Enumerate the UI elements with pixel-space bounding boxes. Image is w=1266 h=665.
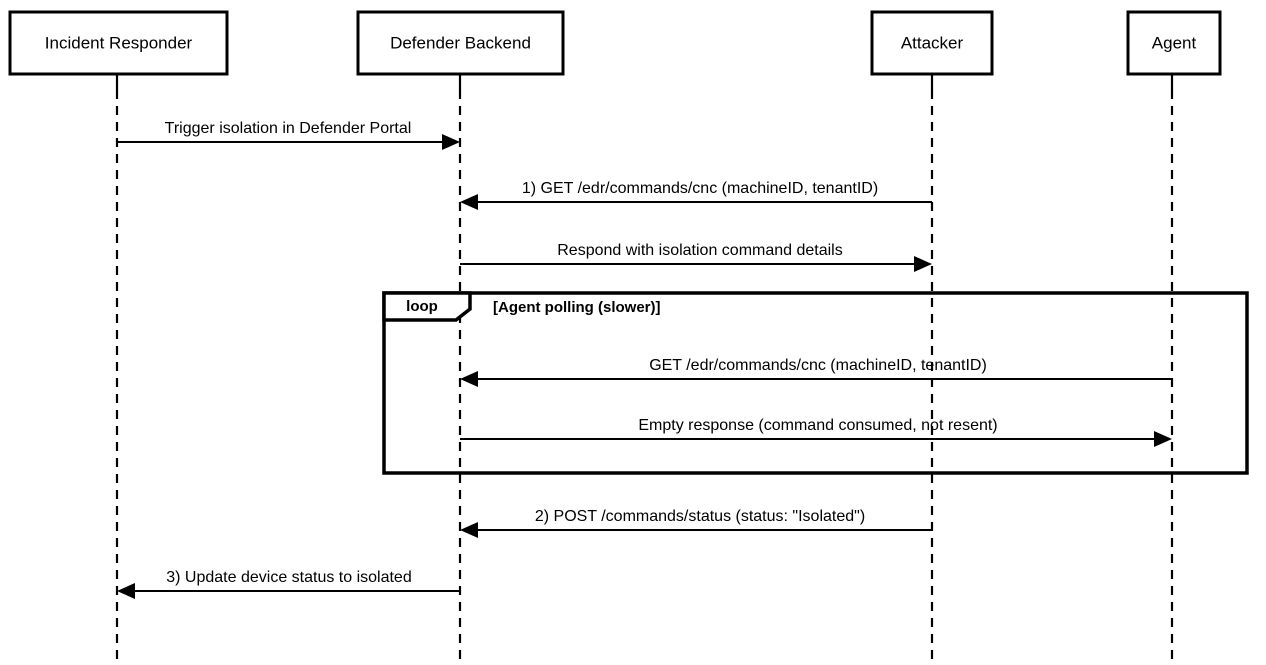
message-trigger-isolation[interactable]: Trigger isolation in Defender Portal (117, 120, 460, 150)
message-empty-response[interactable]: Empty response (command consumed, not re… (460, 417, 1172, 447)
message-respond-isolation-details[interactable]: Respond with isolation command details (460, 242, 932, 272)
arrowhead-right (442, 134, 460, 150)
message-label: Empty response (command consumed, not re… (638, 417, 997, 434)
loop-operator-tab (382, 291, 472, 322)
participant-label-attacker: Attacker (901, 33, 964, 52)
arrowhead-right (914, 256, 932, 272)
arrowhead-left (460, 194, 478, 210)
message-label: GET /edr/commands/cnc (machineID, tenant… (649, 357, 987, 374)
participant-label-agent: Agent (1152, 33, 1197, 52)
participant-box-agent[interactable] (1126, 10, 1222, 76)
loop-operator-label: loop (406, 298, 438, 315)
participant-defender[interactable]: Defender Backend (356, 10, 565, 76)
message-attacker-get-cnc[interactable]: 1) GET /edr/commands/cnc (machineID, ten… (460, 180, 932, 210)
participant-attacker[interactable]: Attacker (870, 10, 994, 76)
participant-box-responder[interactable] (8, 10, 229, 76)
loop-frame-border (382, 291, 1249, 475)
message-update-device-status[interactable]: 3) Update device status to isolated (117, 569, 460, 599)
participant-box-attacker[interactable] (870, 10, 994, 76)
message-label: 1) GET /edr/commands/cnc (machineID, ten… (522, 180, 878, 197)
message-label: Respond with isolation command details (557, 242, 842, 259)
loop-condition-label: [Agent polling (slower)] (493, 299, 660, 316)
message-label: 3) Update device status to isolated (166, 569, 411, 586)
message-label: Trigger isolation in Defender Portal (165, 120, 412, 137)
participant-label-defender: Defender Backend (390, 33, 531, 52)
lifelines-group (115, 74, 1174, 665)
participant-responder[interactable]: Incident Responder (8, 10, 229, 76)
participant-label-responder: Incident Responder (45, 33, 193, 52)
message-post-status[interactable]: 2) POST /commands/status (status: "Isola… (460, 508, 932, 538)
participant-agent[interactable]: Agent (1126, 10, 1222, 76)
arrowhead-left (460, 522, 478, 538)
participant-box-defender[interactable] (356, 10, 565, 76)
message-agent-get-cnc[interactable]: GET /edr/commands/cnc (machineID, tenant… (460, 357, 1172, 387)
message-label: 2) POST /commands/status (status: "Isola… (535, 508, 865, 525)
arrowhead-left (117, 583, 135, 599)
combined-fragment-loop: loop [Agent polling (slower)] (382, 291, 1249, 475)
arrowhead-left (460, 371, 478, 387)
arrowhead-right (1154, 431, 1172, 447)
